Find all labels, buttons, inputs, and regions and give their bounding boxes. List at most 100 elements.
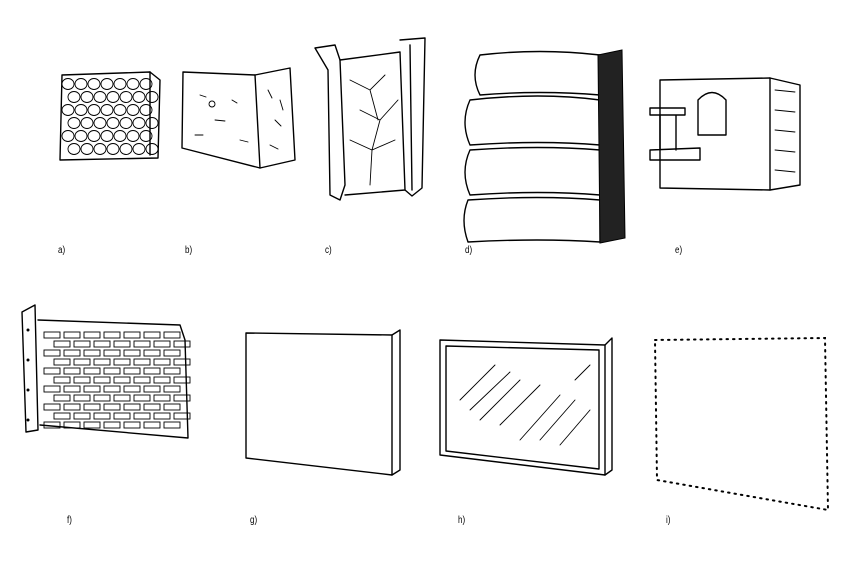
brick xyxy=(173,412,191,420)
brick xyxy=(143,349,161,357)
drawing-f-masonry-infill-wall xyxy=(21,304,191,439)
brick xyxy=(63,421,81,429)
stone xyxy=(126,104,140,116)
stone xyxy=(61,104,75,116)
brick xyxy=(103,385,121,393)
stone xyxy=(113,78,127,90)
brick xyxy=(73,358,91,366)
stone xyxy=(106,117,120,129)
brick xyxy=(63,385,81,393)
label-b: b) xyxy=(185,245,193,256)
stone xyxy=(61,78,75,90)
brick xyxy=(93,394,111,402)
drawing-d-log-wall xyxy=(463,49,626,244)
stone xyxy=(113,104,127,116)
stone xyxy=(74,104,88,116)
brick xyxy=(53,340,71,348)
brick xyxy=(173,376,191,384)
brick xyxy=(153,412,171,420)
brick xyxy=(113,358,131,366)
drawing-h-glass-panel xyxy=(439,337,613,476)
brick xyxy=(163,331,181,339)
brick xyxy=(63,403,81,411)
brick xyxy=(83,331,101,339)
brick xyxy=(43,367,61,375)
stone xyxy=(67,117,81,129)
stone xyxy=(74,130,88,142)
brick xyxy=(163,349,181,357)
stone xyxy=(132,91,146,103)
brick xyxy=(113,412,131,420)
brick xyxy=(63,367,81,375)
label-h: h) xyxy=(458,515,466,526)
brick xyxy=(43,403,61,411)
stone xyxy=(132,143,146,155)
label-g: g) xyxy=(250,515,258,526)
brick xyxy=(53,412,71,420)
brick xyxy=(133,394,151,402)
brick xyxy=(133,340,151,348)
brick xyxy=(103,349,121,357)
brick xyxy=(73,376,91,384)
label-f: f) xyxy=(67,515,72,526)
brick xyxy=(93,412,111,420)
brick xyxy=(113,340,131,348)
stone xyxy=(106,91,120,103)
brick xyxy=(103,403,121,411)
brick xyxy=(153,376,171,384)
brick xyxy=(143,367,161,375)
brick xyxy=(153,394,171,402)
brick xyxy=(53,394,71,402)
brick xyxy=(63,331,81,339)
stone xyxy=(74,78,88,90)
brick xyxy=(143,421,161,429)
stone xyxy=(106,143,120,155)
stone xyxy=(119,143,133,155)
stone xyxy=(100,104,114,116)
brick xyxy=(103,331,121,339)
brick xyxy=(163,421,181,429)
stone xyxy=(67,91,81,103)
stone xyxy=(132,117,146,129)
brick xyxy=(103,367,121,375)
brick xyxy=(143,331,161,339)
brick xyxy=(83,421,101,429)
brick xyxy=(103,421,121,429)
brick xyxy=(123,385,141,393)
label-a: a) xyxy=(58,245,66,256)
brick xyxy=(123,421,141,429)
brick xyxy=(93,340,111,348)
brick xyxy=(153,358,171,366)
stone xyxy=(139,78,153,90)
stone xyxy=(87,78,101,90)
stone xyxy=(61,130,75,142)
stone xyxy=(119,117,133,129)
brick xyxy=(63,349,81,357)
stone xyxy=(80,91,94,103)
stone xyxy=(87,130,101,142)
stone xyxy=(145,143,159,155)
stone xyxy=(119,91,133,103)
stone xyxy=(145,91,159,103)
brick xyxy=(173,340,191,348)
brick xyxy=(83,385,101,393)
stone xyxy=(93,143,107,155)
brick xyxy=(143,385,161,393)
drawing-c-framed-panel xyxy=(314,37,426,201)
brick xyxy=(173,358,191,366)
brick xyxy=(73,340,91,348)
stone xyxy=(87,104,101,116)
brick xyxy=(43,349,61,357)
brick xyxy=(163,403,181,411)
brick xyxy=(53,358,71,366)
brick xyxy=(53,376,71,384)
brick xyxy=(123,331,141,339)
brick xyxy=(123,403,141,411)
drawing-g-plain-panel xyxy=(245,329,401,476)
brick xyxy=(133,358,151,366)
brick xyxy=(133,376,151,384)
stone xyxy=(67,143,81,155)
brick xyxy=(173,394,191,402)
stone xyxy=(139,130,153,142)
